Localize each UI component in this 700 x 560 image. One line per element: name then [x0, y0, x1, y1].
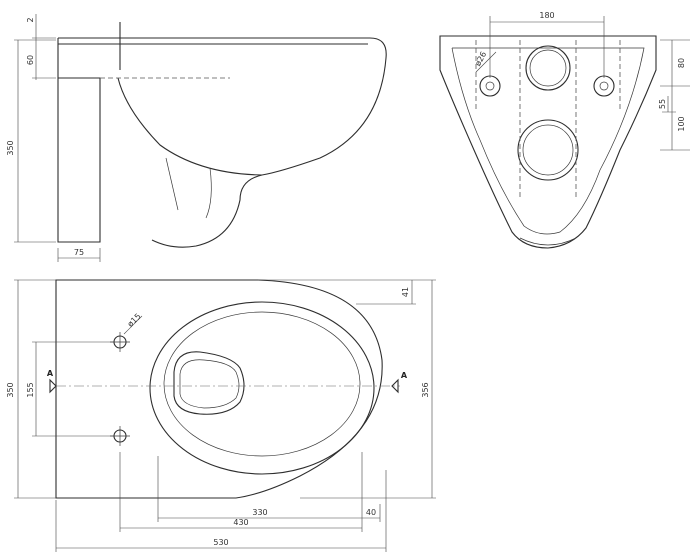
- rear-view-dim-mid: 55: [658, 99, 667, 109]
- rear-view: 180 ø26 80 55 100: [439, 11, 690, 249]
- rear-view-dim-diameter-leader: [475, 51, 497, 73]
- rear-view-bolt-hole-right: [593, 75, 615, 97]
- plan-view-dim-bolt-to-front: 430: [233, 518, 248, 527]
- rear-view-hidden-lines: [475, 40, 621, 200]
- plan-view-dim-bowl: 330: [252, 508, 267, 517]
- rear-view-outlet-hole: [517, 119, 579, 181]
- plan-view-section-marker-left: [49, 378, 57, 394]
- side-view-bowl-outline: [58, 37, 387, 248]
- plan-view-dim-overall-width: 356: [421, 382, 430, 397]
- plan-view: A A 350 155 ø15 41 356 330 40 430 530: [6, 279, 436, 552]
- rear-view-outlet-inner: [522, 124, 574, 176]
- plan-view-dim-bolt-dia: ø15: [126, 312, 143, 329]
- plan-view-bowl-opening-inner: [179, 359, 240, 409]
- rear-view-dim-hole-dia: ø26: [473, 50, 488, 68]
- side-view-trap: [165, 157, 212, 219]
- side-view-dim-height: 350: [6, 140, 15, 155]
- rear-view-dim-lines: [489, 16, 690, 151]
- plan-view-bolt-crosshairs: [110, 332, 130, 446]
- rear-view-bolt-hole-right-inner: [599, 81, 609, 91]
- plan-view-dim-rear-clearance: 41: [401, 287, 410, 297]
- rear-view-dim-upper: 80: [677, 58, 686, 68]
- side-view-dim-flange: 75: [74, 248, 84, 257]
- plan-view-section-label-right: A: [401, 371, 408, 380]
- side-view-dim-top-gap: 2: [26, 17, 35, 22]
- rear-view-inlet-hole: [525, 45, 571, 91]
- rear-view-dim-lower: 100: [677, 116, 686, 131]
- plan-view-dim-length: 530: [213, 538, 228, 547]
- plan-view-dim-bolt-spacing: 155: [26, 382, 35, 397]
- rear-view-inner-outline: [451, 47, 645, 235]
- plan-view-dim-width: 350: [6, 382, 15, 397]
- plan-view-bowl-opening: [173, 351, 245, 415]
- plan-view-section-label-left: A: [47, 369, 54, 378]
- side-view-bowl-inner: [117, 77, 263, 176]
- side-view-dim-lines: [14, 14, 101, 262]
- plan-view-rim-outer: [149, 301, 375, 475]
- rear-view-outline: [439, 35, 657, 249]
- rear-view-bolt-hole-left-inner: [485, 81, 495, 91]
- rear-view-bolt-hole-left: [479, 75, 501, 97]
- plan-view-outline: [55, 279, 383, 499]
- plan-view-section-marker-right: [391, 378, 399, 394]
- rear-view-dim-width: 180: [539, 11, 554, 20]
- plan-view-rim-inner: [163, 311, 361, 457]
- side-view: 350 60 2 75: [6, 14, 387, 262]
- plan-view-dim-front: 40: [366, 508, 376, 517]
- rear-view-base-foot: [519, 237, 577, 246]
- side-view-dim-rim: 60: [26, 55, 35, 65]
- plan-view-dim-lines: [14, 279, 436, 552]
- rear-view-inlet-inner: [529, 49, 567, 87]
- side-view-mounting-plate: [57, 38, 101, 243]
